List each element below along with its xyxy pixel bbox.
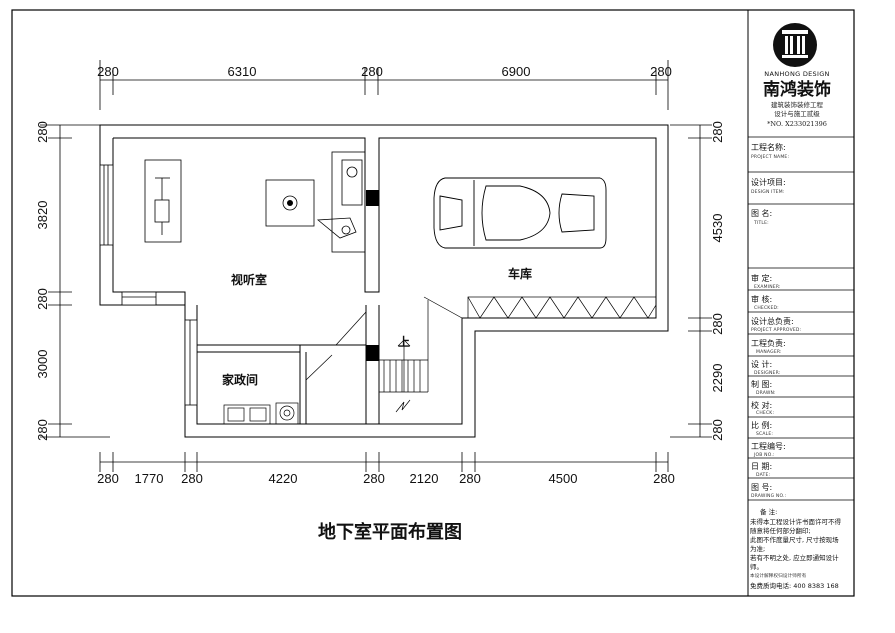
dim-bottom-5: 280 bbox=[363, 471, 385, 486]
exercise-bike bbox=[144, 159, 182, 243]
tb-manager-label: 工程负责: bbox=[751, 338, 786, 348]
notes-stamp: 本设计解释权归设计师所有 bbox=[750, 572, 807, 579]
company-logo-icon bbox=[773, 23, 817, 67]
tb-designer-sub: DESIGNER: bbox=[754, 370, 781, 376]
laundry-counter bbox=[223, 402, 299, 425]
tb-job-no-sub: JOB NO.: bbox=[753, 452, 775, 458]
tb-drawn-sub: DRAWN: bbox=[756, 390, 776, 396]
dim-bottom-7: 280 bbox=[459, 471, 481, 486]
dim-bottom-9: 280 bbox=[653, 471, 675, 486]
company-name: 南鸿装饰 bbox=[763, 79, 831, 100]
garage-cabinet bbox=[467, 296, 657, 319]
dim-top-5: 280 bbox=[650, 64, 672, 79]
tb-manager-sub: MANAGER: bbox=[756, 349, 782, 355]
dim-top-4: 6900 bbox=[502, 64, 531, 79]
dim-right-5: 280 bbox=[710, 419, 725, 441]
dim-bottom-8: 4500 bbox=[549, 471, 578, 486]
notes-hotline: 免费质询电话: 400 8383 168 bbox=[750, 581, 839, 590]
tb-title-sub: TITLE: bbox=[753, 220, 769, 226]
dim-bottom-4: 4220 bbox=[269, 471, 298, 486]
notes-line-2: 随意将任何部分翻印; bbox=[750, 526, 811, 535]
tb-scale-sub: SCALE: bbox=[756, 431, 773, 437]
stair-up-label: 上 bbox=[398, 334, 410, 349]
tb-project-name-label: 工程名称: bbox=[751, 142, 786, 152]
notes-line-3: 此图不作度量尺寸, 尺寸按现场 bbox=[750, 535, 839, 544]
dim-right-1: 280 bbox=[710, 121, 725, 143]
dim-bottom-1: 280 bbox=[97, 471, 119, 486]
company-qualification-1: 建筑装饰装修工程 bbox=[771, 100, 824, 109]
dim-right-3: 280 bbox=[710, 313, 725, 335]
dim-left-3: 280 bbox=[35, 288, 50, 310]
tb-date-sub: DATE: bbox=[756, 472, 770, 478]
tb-project-approved-label: 设计总负责: bbox=[751, 316, 794, 326]
dim-top-3: 280 bbox=[361, 64, 383, 79]
dim-top-2: 6310 bbox=[228, 64, 257, 79]
notes-line-1: 未得本工程设计许书面许可不得 bbox=[750, 517, 842, 526]
room-label-living: 视听室 bbox=[231, 272, 267, 287]
tb-check-label: 校 对: bbox=[751, 400, 772, 410]
tb-drawn-label: 制 图: bbox=[751, 379, 772, 389]
tb-examiner-sub: EXAMINER: bbox=[754, 284, 781, 290]
tb-design-item-label: 设计项目: bbox=[751, 177, 786, 187]
doors bbox=[305, 296, 463, 381]
column bbox=[366, 190, 379, 206]
tb-check-sub: CHECK: bbox=[756, 410, 774, 416]
notes-line-5: 若有不明之处, 应立即通知设计 bbox=[750, 553, 839, 562]
column bbox=[366, 345, 379, 361]
room-label-garage: 车库 bbox=[508, 266, 532, 281]
tb-date-label: 日 期: bbox=[751, 462, 772, 471]
windows bbox=[99, 164, 198, 406]
dim-right-4: 2290 bbox=[710, 364, 725, 393]
tb-examiner-label: 审 定: bbox=[751, 273, 772, 283]
company-license: *NO. X233021396 bbox=[767, 120, 827, 128]
company-name-en: NANHONG DESIGN bbox=[764, 70, 829, 78]
notes-line-6: 师。 bbox=[750, 562, 763, 571]
company-qualification-2: 设计与施工贰级 bbox=[774, 109, 820, 118]
staircase bbox=[379, 300, 429, 413]
title-block: NANHONG DESIGN 南鸿装饰 建筑装饰装修工程 设计与施工贰级 *NO… bbox=[748, 23, 854, 590]
title-block-frame bbox=[747, 9, 855, 597]
tb-designer-label: 设 计: bbox=[751, 359, 772, 369]
dim-bottom-6: 2120 bbox=[410, 471, 439, 486]
tb-scale-label: 比 例: bbox=[751, 420, 772, 430]
sofa bbox=[316, 151, 366, 253]
tb-checked-sub: CHECKED: bbox=[754, 305, 779, 311]
dim-left-4: 3000 bbox=[35, 350, 50, 379]
coffee-table bbox=[265, 179, 315, 227]
tb-project-name-sub: PROJECT NAME: bbox=[751, 154, 789, 160]
dim-bottom-2: 1770 bbox=[135, 471, 164, 486]
dimension-lines bbox=[40, 60, 712, 472]
room-label-housekeeping: 家政间 bbox=[222, 372, 258, 387]
dim-left-1: 280 bbox=[35, 121, 50, 143]
tb-drawing-no-label: 图 号: bbox=[751, 483, 772, 492]
dim-bottom-3: 280 bbox=[181, 471, 203, 486]
notes-line-4: 为准; bbox=[750, 544, 765, 553]
dim-left-2: 3820 bbox=[35, 201, 50, 230]
car bbox=[433, 177, 607, 249]
drawing-title: 地下室平面布置图 bbox=[318, 521, 462, 543]
tb-design-item-sub: DESIGN ITEM: bbox=[751, 189, 785, 195]
notes-heading: 备 注: bbox=[760, 507, 777, 516]
tb-project-approved-sub: PROJECT APPROVED: bbox=[751, 327, 801, 333]
tb-job-no-label: 工程编号: bbox=[751, 441, 786, 451]
dim-right-2: 4530 bbox=[710, 214, 725, 243]
dim-top-1: 280 bbox=[97, 64, 119, 79]
tb-drawing-no-sub: DRAWING NO.: bbox=[751, 493, 786, 499]
tb-title-label: 图 名: bbox=[751, 208, 772, 218]
tb-checked-label: 审 核: bbox=[751, 294, 772, 304]
dim-left-5: 280 bbox=[35, 419, 50, 441]
